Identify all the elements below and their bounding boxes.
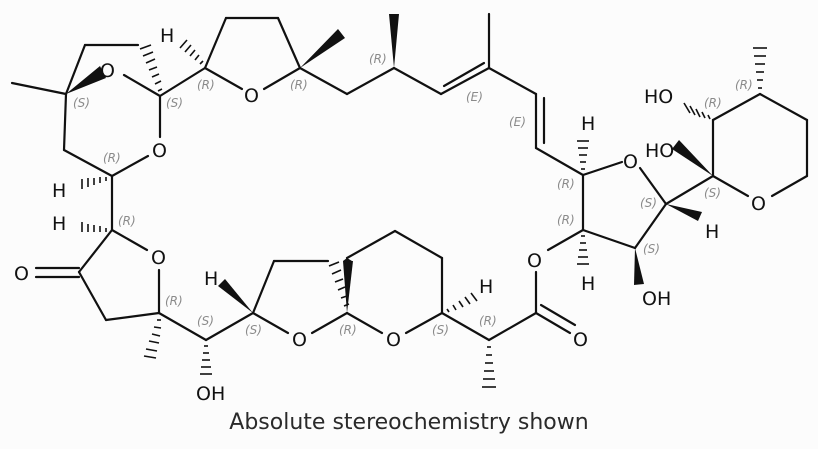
atom-ho-pyran2: HO <box>645 140 674 162</box>
atom-o-bridge: O <box>100 60 115 82</box>
atom-o-thp: O <box>386 329 401 351</box>
atom-o-thf1: O <box>244 85 259 107</box>
wedge-bonds <box>66 14 713 313</box>
stereo-label: (R) <box>103 151 121 165</box>
atom-o-thf3: O <box>623 151 638 173</box>
atom-ho-pyran1: HO <box>644 86 673 108</box>
stereo-label: (S) <box>166 96 183 110</box>
atom-h-left1: H <box>52 180 66 202</box>
stereo-label: (S) <box>73 96 90 110</box>
atom-o-pyran: O <box>751 193 766 215</box>
stereo-label: (S) <box>245 323 262 337</box>
atom-labels: O O O O O O O O O O O H H H H H H H H OH… <box>14 25 766 405</box>
atom-h-right-bottom: H <box>581 273 595 295</box>
stereo-label: (S) <box>643 242 660 256</box>
stereo-label: (R) <box>290 78 308 92</box>
atom-oh-bottom: OH <box>196 383 225 405</box>
atom-o-ester: O <box>527 250 542 272</box>
stereo-label: (R) <box>118 214 136 228</box>
bonds <box>10 12 809 342</box>
atom-o-ketone: O <box>14 263 29 285</box>
atom-o-ring: O <box>152 140 167 162</box>
stereo-label: (S) <box>197 314 214 328</box>
stereo-label: (R) <box>735 78 753 92</box>
stereo-label: (R) <box>197 78 215 92</box>
atom-o-thf2: O <box>292 329 307 351</box>
atom-h-top: H <box>160 25 174 47</box>
stereo-label: (S) <box>432 323 449 337</box>
stereo-label: (R) <box>479 314 497 328</box>
stereo-label: (R) <box>165 294 183 308</box>
atom-o-lactone: O <box>151 247 166 269</box>
atom-o-carbonyl: O <box>573 329 588 351</box>
stereo-label: (R) <box>557 213 575 227</box>
atom-h-right-mid: H <box>705 221 719 243</box>
caption: Absolute stereochemistry shown <box>229 410 589 435</box>
stereo-label: (R) <box>369 52 387 66</box>
stereo-label: (R) <box>339 323 357 337</box>
stereo-label: (R) <box>704 96 722 110</box>
stereo-label: (E) <box>466 90 483 104</box>
stereo-label: (S) <box>640 196 657 210</box>
atom-oh-right: OH <box>642 288 671 310</box>
atom-h-right-top: H <box>581 113 595 135</box>
stereo-label: (S) <box>704 186 721 200</box>
stereo-label: (R) <box>557 177 575 191</box>
hashed-bonds <box>81 39 767 388</box>
stereo-label: (E) <box>509 115 526 129</box>
atom-h-mid: H <box>204 268 218 290</box>
atom-h-thp: H <box>479 276 493 298</box>
atom-h-left2: H <box>52 213 66 235</box>
stereo-labels: (S) (S) (R) (R) (R) (R) (E) (E) (R) (R) … <box>73 52 753 337</box>
